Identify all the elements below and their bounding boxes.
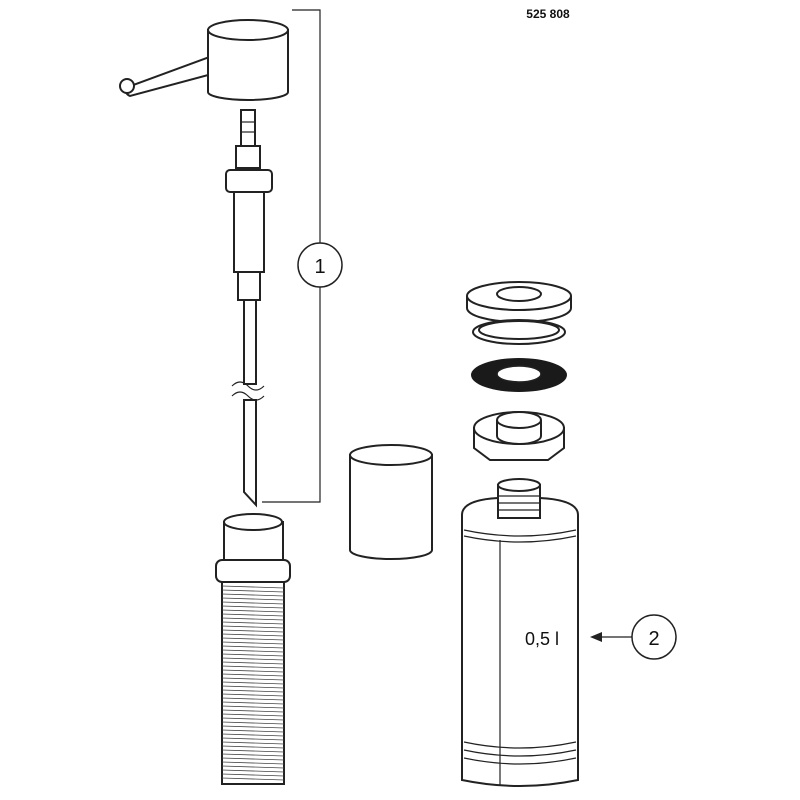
thread-line: [221, 657, 285, 661]
thread-line: [221, 589, 285, 593]
thread-line: [221, 701, 285, 705]
thread-line: [221, 649, 285, 653]
thread-line: [221, 681, 285, 685]
thread-line: [221, 709, 285, 713]
thread-line: [221, 613, 285, 617]
thread-line: [221, 633, 285, 637]
thread-line: [221, 625, 285, 629]
pump-head: [119, 19, 289, 101]
spout: [124, 54, 213, 98]
thread-line: [221, 745, 285, 749]
top-washer: [466, 281, 572, 323]
callout-1: 1: [297, 242, 343, 288]
thread-line: [221, 697, 285, 701]
thread-line: [221, 713, 285, 717]
thread-line: [221, 741, 285, 745]
pump-stem: [225, 109, 273, 508]
thread-line: [221, 673, 285, 677]
thread-line: [221, 753, 285, 757]
thread-line: [221, 637, 285, 641]
thread-line: [221, 749, 285, 753]
thread-line: [221, 733, 285, 737]
thread-line: [221, 665, 285, 669]
thread-line: [221, 721, 285, 725]
thread-line: [221, 617, 285, 621]
bottle-volume-label: 0,5 l: [525, 629, 559, 649]
thin-ring: [472, 319, 566, 345]
thread-line: [221, 645, 285, 649]
threaded-tube: [215, 513, 291, 785]
nut: [473, 411, 565, 461]
thread-line: [221, 725, 285, 729]
thread-line: [221, 769, 285, 773]
thread-line: [221, 653, 285, 657]
thread-line: [221, 773, 285, 777]
thread-line: [221, 677, 285, 681]
thread-line: [221, 765, 285, 769]
thread-line: [221, 693, 285, 697]
part-number: 525 808: [526, 7, 570, 21]
soap-bottle: 0,5 l: [461, 478, 579, 787]
thread-line: [221, 597, 285, 601]
thread-line: [221, 609, 285, 613]
thread-line: [221, 605, 285, 609]
thread-line: [221, 661, 285, 665]
thread-line: [221, 757, 285, 761]
thread-line: [221, 685, 285, 689]
thread-line: [221, 621, 285, 625]
thread-line: [221, 669, 285, 673]
svg-text:1: 1: [314, 256, 325, 278]
callout-2: 2: [590, 614, 677, 660]
svg-text:2: 2: [648, 628, 659, 650]
thread-line: [221, 585, 285, 589]
thread-line: [221, 729, 285, 733]
thread-line: [221, 689, 285, 693]
thread-line: [221, 641, 285, 645]
thread-line: [221, 761, 285, 765]
sleeve: [349, 444, 433, 560]
thread-line: [221, 705, 285, 709]
gasket: [471, 358, 567, 392]
thread-line: [221, 737, 285, 741]
thread-line: [221, 629, 285, 633]
thread-line: [221, 593, 285, 597]
thread-line: [221, 777, 285, 781]
thread-line: [221, 717, 285, 721]
thread-line: [221, 601, 285, 605]
